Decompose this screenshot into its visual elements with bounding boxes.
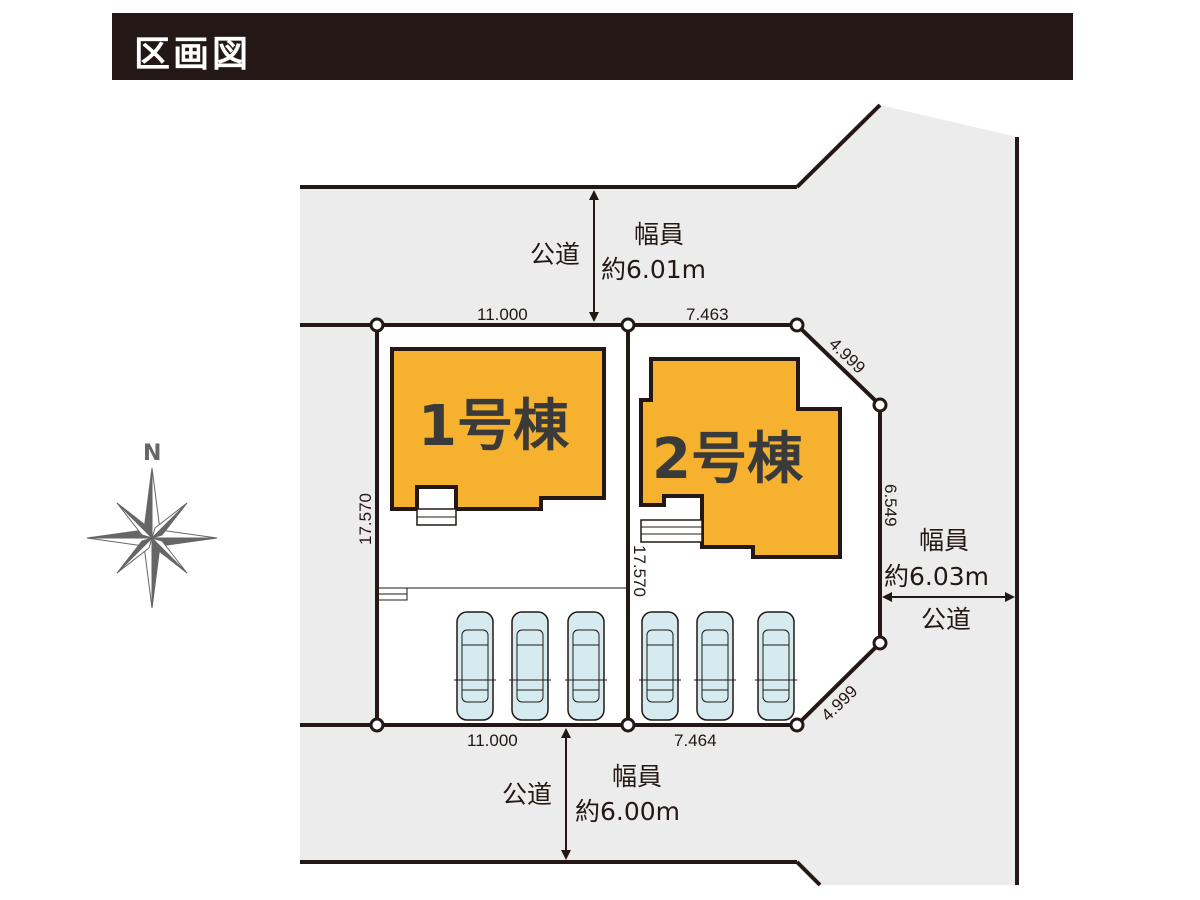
road-south-type: 公道 — [502, 780, 552, 809]
entrance-2 — [640, 519, 703, 543]
road-north-type: 公道 — [530, 240, 580, 269]
parking-cars — [454, 611, 797, 721]
road-edge-south-diagonal — [795, 860, 822, 887]
building-1-label: 1号棟 — [418, 394, 570, 459]
road-south-width-value: 約6.00m — [575, 797, 680, 826]
header-bar: 区画図 — [112, 13, 1073, 80]
road-width-arrow-north — [589, 190, 599, 322]
dim-lot2-bottom: 7.464 — [674, 731, 717, 750]
corner-marker — [872, 635, 888, 651]
car-icon — [509, 611, 551, 721]
compass-rose-icon: N — [86, 441, 218, 609]
dim-lot1-top: 11.000 — [477, 305, 528, 324]
car-icon — [565, 611, 607, 721]
building-2 — [639, 357, 842, 559]
corner-marker — [620, 317, 636, 333]
corner-marker — [872, 397, 888, 413]
corner-marker — [789, 317, 805, 333]
road-width-arrow-east — [882, 592, 1015, 602]
dim-lot1-bottom: 11.000 — [467, 731, 518, 750]
dim-lot-divider: 17.570 — [630, 545, 649, 597]
compass-north-label: N — [143, 441, 161, 466]
road-south-width-label: 幅員 — [612, 762, 662, 791]
corner-marker — [369, 717, 385, 733]
road-east-type: 公道 — [921, 605, 971, 634]
road-width-arrow-south — [561, 728, 571, 860]
car-icon — [454, 611, 496, 721]
road-north-width-value: 約6.01m — [601, 255, 706, 284]
corner-marker — [789, 717, 805, 733]
road-east-width-label: 幅員 — [919, 526, 969, 555]
road-edge-north-diagonal — [795, 103, 882, 189]
corner-marker — [369, 317, 385, 333]
corner-marker — [620, 717, 636, 733]
car-icon — [694, 611, 736, 721]
road-north-width-label: 幅員 — [634, 220, 684, 249]
car-icon — [755, 611, 797, 721]
road-east-width-value: 約6.03m — [884, 562, 989, 591]
dim-lot2-top: 7.463 — [686, 305, 729, 324]
building-2-label: 2号棟 — [652, 427, 804, 492]
lot-corners — [369, 317, 888, 733]
dim-east: 6.549 — [881, 484, 900, 527]
car-icon — [639, 611, 681, 721]
page-title: 区画図 — [134, 33, 252, 75]
dim-lot1-left: 17.570 — [356, 493, 375, 545]
